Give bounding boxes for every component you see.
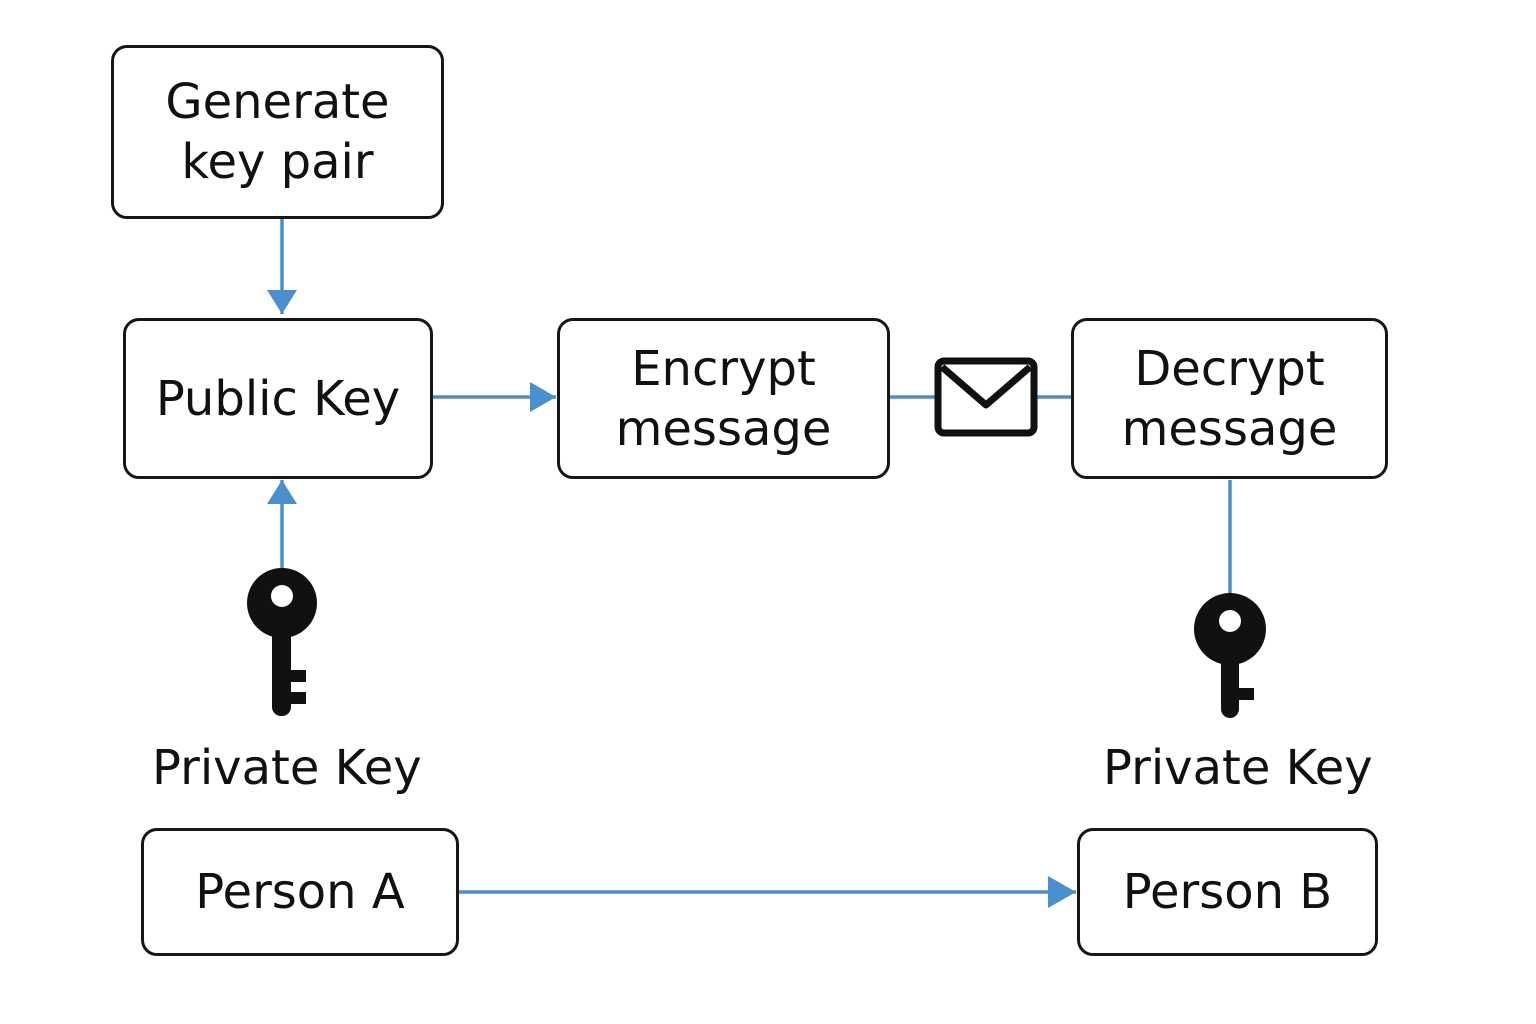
envelope-icon: [934, 357, 1038, 437]
person-b-box: Person B: [1077, 828, 1378, 956]
arrowhead-public-key-to-encrypt: [530, 382, 556, 412]
arrowhead-generate-to-public-key: [267, 290, 297, 314]
encrypt-message-box: Encrypt message: [557, 318, 890, 479]
arrowhead-person-a-to-person-b: [1048, 876, 1076, 908]
generate-key-pair-box: Generate key pair: [111, 45, 444, 219]
private-key-b-caption: Private Key: [1103, 740, 1373, 796]
public-key-label: Public Key: [155, 370, 401, 427]
person-a-box: Person A: [141, 828, 459, 956]
person-a-label: Person A: [195, 864, 405, 920]
private-key-a-caption: Private Key: [152, 740, 422, 796]
generate-key-pair-label: Generate key pair: [165, 74, 390, 190]
decrypt-message-label: Decrypt message: [1121, 340, 1338, 457]
key-icon: [247, 568, 317, 716]
encrypt-message-label: Encrypt message: [615, 340, 832, 457]
public-key-box: Public Key: [123, 318, 433, 479]
person-b-label: Person B: [1122, 864, 1333, 920]
key-icon: [1194, 593, 1266, 718]
arrowhead-private-key-a-to-public-key: [267, 480, 297, 504]
decrypt-message-box: Decrypt message: [1071, 318, 1388, 479]
